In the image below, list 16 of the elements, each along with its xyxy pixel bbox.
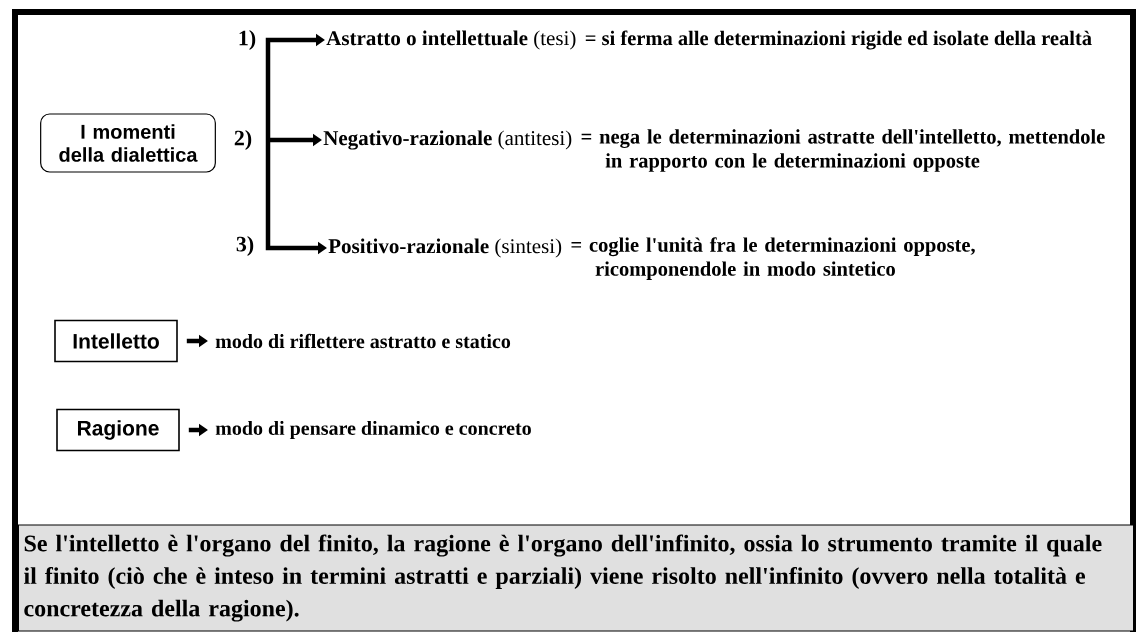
definition-text: modo di pensare dinamico e concreto — [215, 420, 531, 440]
definition-text: modo di riflettere astratto e statico — [215, 333, 511, 349]
summary-band: Se l'intelletto è l'organo del finito, la ragione è l'organo dell'infinito, ossia lo strumento tramite il quale il finito (ciò che è inteso in termini astratti e parziali) viene risolto nell'infinito (ovvero nella totalità e concretezza della ragione). — [18, 524, 1134, 632]
step-number: 1) — [239, 30, 256, 50]
branch-text: Positivo-razionale (sintesi) — [328, 238, 562, 258]
rounded-box: I momenti della dialettica — [40, 113, 216, 173]
branch-text: Astratto o intellettuale (tesi) — [326, 30, 576, 50]
branch-text: Negativo-razionale (antitesi) — [323, 130, 572, 150]
step-number: 3) — [236, 236, 254, 256]
definition-text: = nega le determinazioni astratte dell'intelletto, mettendole in rapporto con le determinazioni opposte — [581, 129, 1105, 172]
arrow — [265, 33, 325, 140]
term-box: Intelletto — [54, 319, 178, 363]
term-box: Ragione — [56, 408, 180, 452]
definition-text: = si ferma alle determinazioni rigide ed isolate della realtà — [585, 30, 1092, 50]
definition-text: = coglie l'unità fra le determinazioni opposte, ricomponendole in modo sintetico — [571, 237, 975, 280]
step-number: 2) — [234, 130, 252, 150]
